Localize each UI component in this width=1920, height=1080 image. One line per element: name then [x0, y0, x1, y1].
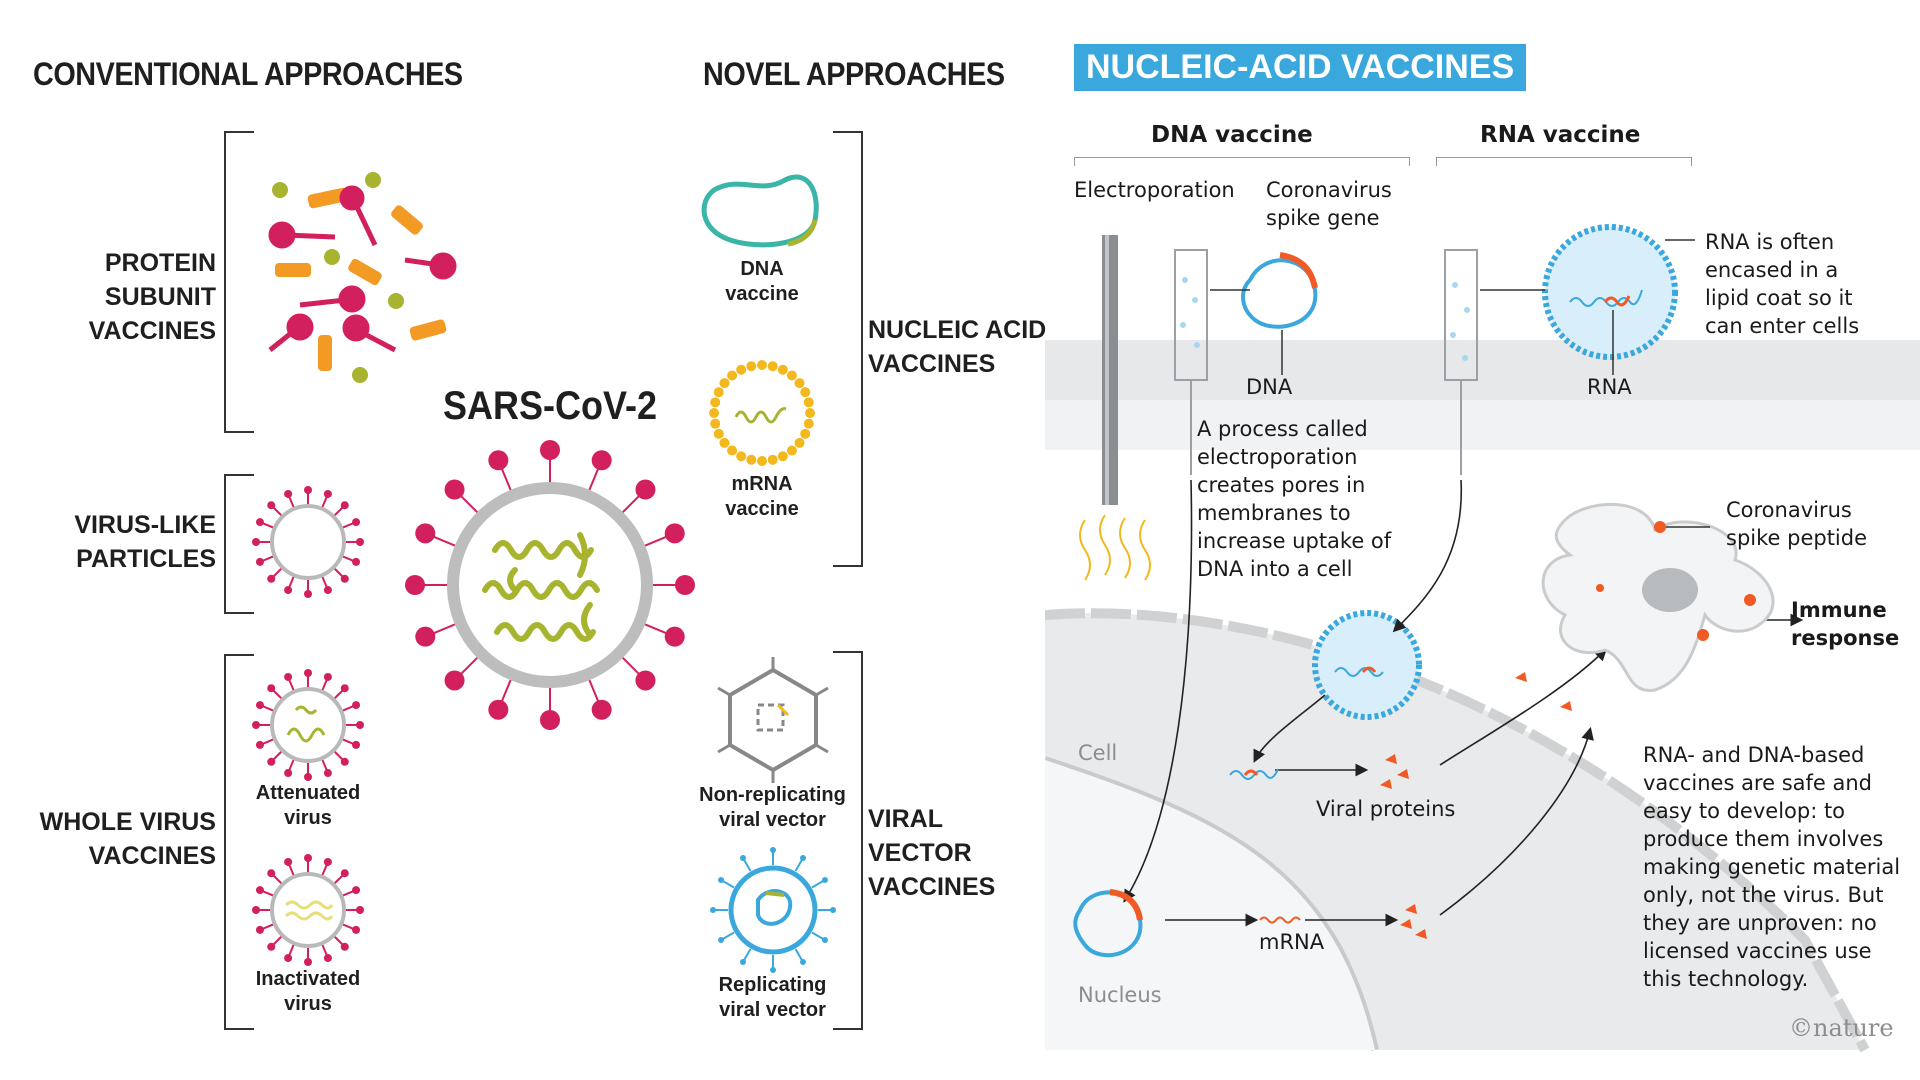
rna-label: RNA: [1587, 375, 1632, 399]
nucleic-acid-label: NUCLEIC ACID VACCINES: [868, 316, 1047, 378]
protein-subunit-illustration: [268, 172, 457, 383]
conventional-approaches-header: CONVENTIONAL APPROACHES: [33, 56, 463, 92]
nucleic-acid-bracket: [833, 131, 863, 567]
sars-cov-2-title: SARS-CoV-2: [443, 384, 658, 428]
viral-proteins-label: Viral proteins: [1316, 797, 1456, 821]
nature-credit: ©nature: [1789, 1014, 1894, 1042]
mrna-vaccine-illustration: [709, 360, 815, 466]
mrna-label: mRNA: [1259, 930, 1325, 954]
rna-vaccine-divider: [1436, 157, 1692, 166]
viral-vector-bracket: [833, 651, 863, 1030]
dna-vaccine-label: DNA vaccine: [725, 258, 799, 305]
nucleic-acid-panel-background: [1045, 224, 1920, 1053]
rna-lipid-note: RNA is often encased in a lipid coat so …: [1705, 230, 1860, 338]
non-replicating-vector-label: Non-replicating viral vector: [699, 784, 846, 831]
electroporation-label: Electroporation: [1074, 178, 1235, 202]
replicating-vector-illustration: [710, 847, 836, 973]
dna-vaccine-heading: DNA vaccine: [1151, 122, 1313, 148]
novel-approaches-header: NOVEL APPROACHES: [703, 56, 1005, 92]
nucleus-label: Nucleus: [1078, 983, 1162, 1007]
protein-subunit-label: PROTEIN SUBUNIT VACCINES: [88, 249, 216, 345]
viral-vector-label: VIRAL VECTOR VACCINES: [868, 805, 996, 901]
virus-like-particle-illustration: [252, 486, 364, 598]
whole-virus-bracket: [224, 654, 254, 1030]
dna-vaccine-illustration: [701, 174, 819, 248]
summary-note: RNA- and DNA-based vaccines are safe and…: [1643, 743, 1901, 991]
immune-response-label: Immune response: [1791, 598, 1900, 650]
non-replicating-vector-illustration: [717, 657, 829, 783]
spike-peptide-label: Coronavirus spike peptide: [1726, 498, 1868, 550]
spike-gene-label: Coronavirus spike gene: [1266, 178, 1392, 230]
replicating-vector-label: Replicating viral vector: [718, 974, 827, 1021]
virus-like-label: VIRUS-LIKE PARTICLES: [74, 511, 216, 573]
attenuated-virus-label: Attenuated virus: [255, 782, 361, 829]
inactivated-virus-label: Inactivated virus: [255, 968, 361, 1015]
nucleic-acid-title: NUCLEIC-ACID VACCINES: [1074, 44, 1527, 91]
attenuated-virus-illustration: [252, 669, 364, 781]
rna-vaccine-heading: RNA vaccine: [1480, 122, 1641, 148]
virus-like-bracket: [224, 474, 254, 614]
electroporation-process-note: A process called electroporation creates…: [1197, 417, 1392, 581]
dna-vaccine-divider: [1074, 157, 1410, 166]
whole-virus-label: WHOLE VIRUS VACCINES: [39, 808, 216, 870]
protein-subunit-bracket: [224, 131, 254, 433]
sars-cov-2-illustration: [405, 440, 695, 730]
dna-label: DNA: [1246, 375, 1293, 399]
cell-label: Cell: [1078, 741, 1118, 765]
inactivated-virus-illustration: [252, 854, 364, 966]
mrna-vaccine-label: mRNA vaccine: [725, 473, 799, 520]
